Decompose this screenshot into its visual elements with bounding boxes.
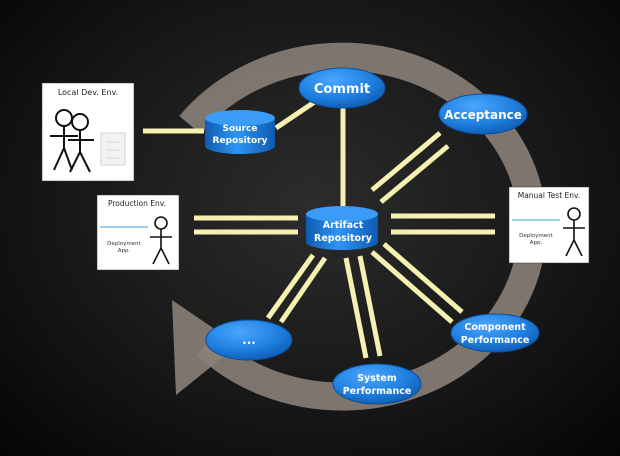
connector-artifact-ellipsis xyxy=(265,253,328,324)
manual-test-env-card: Manual Test Env. Deployment App. xyxy=(508,186,590,264)
workstation-icon xyxy=(100,132,126,166)
component-performance-label-line1: Component xyxy=(464,322,526,333)
developer-figures-icon xyxy=(50,109,94,173)
artifact-repository-label-line2: Repository xyxy=(314,233,373,244)
connector-artifact-component xyxy=(370,242,464,324)
source-repository-label-line1: Source xyxy=(223,124,258,134)
component-performance-node: Component Performance xyxy=(450,313,540,353)
operator-figure-icon xyxy=(150,216,172,265)
artifact-repository-node: Artifact Repository xyxy=(306,206,378,250)
system-performance-label-line1: System xyxy=(357,373,397,384)
connector-artifact-production xyxy=(194,215,298,235)
system-performance-node: System Performance xyxy=(332,363,422,405)
production-app-label-line1: Deployment xyxy=(107,241,141,247)
tester-figure-icon xyxy=(563,207,585,257)
commit-node: Commit xyxy=(298,67,386,109)
acceptance-node: Acceptance xyxy=(438,93,528,135)
artifact-repository-label-line1: Artifact xyxy=(323,220,364,231)
ellipsis-node: ... xyxy=(205,319,293,361)
connector-artifact-manualtest xyxy=(391,213,495,235)
production-env-title: Production Env. xyxy=(108,199,166,208)
connector-artifact-acceptance xyxy=(370,131,450,204)
ellipsis-label: ... xyxy=(242,333,256,347)
production-env-card: Production Env. Deployment App. xyxy=(96,194,180,271)
local-dev-env-card: Local Dev. Env. xyxy=(41,82,135,182)
local-dev-env-title: Local Dev. Env. xyxy=(58,88,118,97)
acceptance-label: Acceptance xyxy=(444,108,522,122)
manual-test-app-label-line1: Deployment xyxy=(519,233,553,239)
connectors xyxy=(143,98,495,359)
manual-test-app-label-line2: App. xyxy=(530,240,543,246)
connector-artifact-system xyxy=(343,255,383,359)
commit-label: Commit xyxy=(314,82,370,97)
system-performance-label-line2: Performance xyxy=(343,386,412,397)
manual-test-env-title: Manual Test Env. xyxy=(518,191,581,200)
source-repository-label-line2: Repository xyxy=(213,136,268,146)
connector-source-to-commit xyxy=(274,98,318,131)
production-app-label-line2: App. xyxy=(118,248,131,254)
component-performance-label-line2: Performance xyxy=(461,335,530,346)
source-repository-node: Source Repository xyxy=(205,110,275,154)
